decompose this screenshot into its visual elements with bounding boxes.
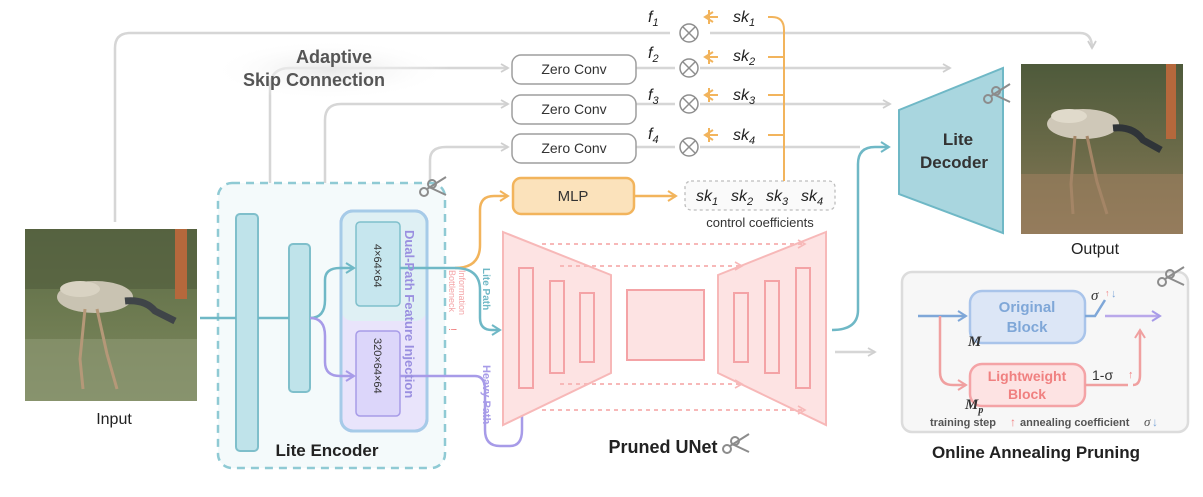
sigma-up-mark: ↑	[1105, 288, 1110, 298]
sigma-down-mark: ↓	[1111, 288, 1117, 300]
skip-line-enc-2	[323, 99, 510, 222]
scissors-icon-pruning	[1157, 266, 1185, 287]
pruned-unet-label: Pruned UNet	[608, 437, 717, 457]
pruning-flows	[918, 299, 1162, 391]
info-line1: Information	[457, 270, 467, 315]
f-label-1: f1	[648, 9, 659, 29]
original-block-line1: Original	[999, 299, 1056, 316]
sk-label-2: sk2	[733, 48, 755, 68]
tensor-large-label: 320×64×64	[371, 338, 383, 394]
cc-sk-1: sk1	[696, 188, 718, 208]
skip-line-input-top	[113, 31, 670, 222]
unet-bottleneck	[626, 289, 705, 361]
heavy-path-line	[455, 374, 528, 448]
encoder-layer-1	[235, 213, 259, 452]
info-line2: Bottleneck	[447, 270, 457, 313]
adaptive-glow	[210, 40, 450, 100]
sk-label-3: sk3	[733, 87, 756, 107]
dual-path-label: Dual-Path Feature Injection	[402, 230, 417, 398]
skip-line-to-output	[710, 31, 1097, 50]
output-image	[1021, 64, 1183, 234]
f-label-4: f4	[648, 126, 659, 146]
annealing-sigma: σ	[1144, 414, 1151, 429]
lite-decoder-line2: Decoder	[920, 153, 988, 172]
zero-conv-label-3: Zero Conv	[541, 140, 606, 156]
encoder-flows	[200, 262, 455, 382]
tensor-small-box	[355, 221, 401, 307]
mp-label: Mp	[964, 397, 983, 416]
online-annealing-label: Online Annealing Pruning	[932, 443, 1140, 462]
info-up-mark: !	[446, 328, 458, 331]
mlp-label: MLP	[558, 188, 589, 205]
to-mlp-path	[454, 190, 510, 270]
dual-path-border	[339, 209, 429, 433]
zero-conv-3	[511, 133, 637, 164]
f-label-2: f2	[648, 45, 659, 65]
multiply-circles	[679, 23, 699, 157]
lightweight-block-line2: Block	[1008, 386, 1046, 402]
training-step-up-mark: ↑	[1010, 415, 1016, 429]
encoder-output-paths	[454, 190, 528, 448]
cc-sk-2: sk2	[731, 188, 753, 208]
unet-to-decoder-path	[831, 141, 891, 332]
f-label-3: f3	[648, 87, 659, 107]
multiply-crosses	[682, 26, 696, 154]
control-coefficients-box	[684, 180, 836, 211]
sk-label-4: sk4	[733, 127, 755, 147]
one-minus-sigma-up-mark: ↑	[1128, 369, 1134, 381]
scissors-icon-decoder	[983, 83, 1011, 104]
lite-path-line	[454, 266, 502, 336]
input-image	[25, 229, 197, 401]
annealing-sigma-down-mark: ↓	[1152, 415, 1158, 429]
output-label: Output	[1071, 241, 1120, 258]
zero-conv-1	[511, 54, 637, 85]
training-step-label: training step	[930, 417, 996, 429]
annealing-coefficient-label: annealing coefficient	[1020, 417, 1130, 429]
one-minus-sigma-label: 1-σ	[1092, 367, 1113, 383]
original-block-line2: Block	[1007, 319, 1049, 336]
lite-decoder-line1: Lite	[943, 130, 973, 149]
adaptive-line2: Skip Connection	[243, 70, 385, 90]
zero-conv-label-1: Zero Conv	[541, 61, 606, 77]
cc-sk-3: sk3	[766, 188, 789, 208]
input-image-art	[25, 229, 197, 401]
zero-conv-2	[511, 94, 637, 125]
zero-conv-label-2: Zero Conv	[541, 101, 606, 117]
scissors-icon-encoder	[419, 176, 447, 197]
sk-feedback-lines	[703, 10, 785, 181]
encoder-layer-2	[288, 243, 311, 393]
input-label: Input	[96, 411, 132, 428]
control-coefficients-label: control coefficients	[706, 215, 814, 230]
lite-path-label: Lite Path	[480, 268, 491, 310]
pruned-unet	[502, 230, 827, 427]
heavy-path-label: Heavy Path	[480, 365, 492, 425]
adaptive-line1: Adaptive	[296, 47, 372, 67]
lightweight-block-line1: Lightweight	[988, 368, 1067, 384]
skip-line-enc-3	[428, 142, 510, 222]
sigma-label: σ	[1091, 288, 1099, 304]
lite-decoder-shape	[898, 66, 1004, 235]
output-image-art	[1021, 64, 1183, 234]
m-label: M	[967, 334, 982, 350]
sk-label-1: sk1	[733, 9, 755, 29]
cc-sk-4: sk4	[801, 188, 823, 208]
lite-encoder-label: Lite Encoder	[276, 441, 379, 460]
tensor-small-label: 4×64×64	[371, 244, 383, 287]
tensor-large-box	[355, 330, 401, 417]
scissors-icon-unet	[722, 433, 750, 454]
